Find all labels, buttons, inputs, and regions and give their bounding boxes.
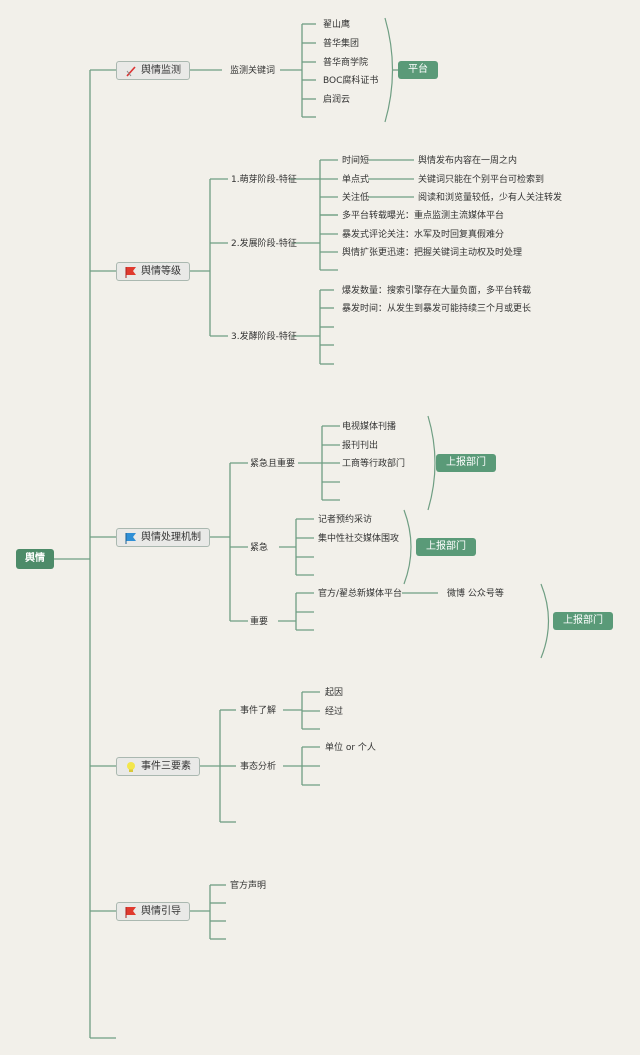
group-item: 报刊刊出	[342, 441, 379, 451]
group-item: 起因	[325, 688, 344, 698]
stage-key: 时间短	[342, 156, 370, 166]
root-node[interactable]: 舆情	[16, 549, 54, 569]
summary-brace	[384, 17, 394, 123]
red-flag-icon	[125, 907, 136, 918]
summary-brace	[540, 583, 550, 659]
report-dept-tag[interactable]: 上报部门	[553, 612, 613, 630]
stage-label: 2.发展阶段-特征	[231, 239, 297, 249]
group-label: 事件了解	[240, 706, 277, 716]
group-label: 重要	[250, 617, 269, 627]
summary-brace	[427, 415, 436, 511]
branch-label: 舆情等级	[141, 266, 181, 277]
branch-label: 舆情监测	[141, 65, 181, 76]
red-flag-icon	[125, 267, 136, 278]
report-dept-tag[interactable]: 上报部门	[436, 454, 496, 472]
stage-desc: 舆情发布内容在一周之内	[418, 156, 518, 166]
stage-item: 暴发时间：从发生到暴发可能持续三个月或更长	[342, 304, 532, 314]
branch-monitoring[interactable]: 舆情监测	[116, 61, 190, 80]
group-item: 经过	[325, 707, 344, 717]
branch-label: 舆情处理机制	[141, 532, 201, 543]
sub-keywords: 监测关键词	[230, 66, 276, 76]
group-item: 单位 or 个人	[325, 743, 376, 753]
summary-brace	[403, 509, 412, 585]
stage-label: 3.发酵阶段-特征	[231, 332, 297, 342]
stage-item: 舆情扩张更迅速：把握关键词主动权及时处理	[342, 248, 523, 258]
group-item: 集中性社交媒体围攻	[318, 534, 400, 544]
blue-flag-icon	[125, 533, 136, 544]
group-label: 事态分析	[240, 762, 277, 772]
stage-label: 1.萌芽阶段-特征	[231, 175, 297, 185]
stage-key: 关注低	[342, 193, 370, 203]
keyword-item: 翟山鹰	[323, 20, 351, 30]
branch-label: 事件三要素	[141, 761, 191, 772]
group-item: 工商等行政部门	[342, 459, 406, 469]
stage-desc: 关键词只能在个别平台可检索到	[418, 175, 545, 185]
group-label: 紧急且重要	[250, 459, 296, 469]
branch-label: 舆情引导	[141, 906, 181, 917]
stage-item: 多平台转载曝光：重点监测主流媒体平台	[342, 211, 505, 221]
platform-tag[interactable]: 平台	[398, 61, 438, 79]
group-item: 官方/翟总新媒体平台	[318, 589, 403, 599]
stage-key: 单点式	[342, 175, 370, 185]
report-dept-tag[interactable]: 上报部门	[416, 538, 476, 556]
stage-desc: 阅读和浏览量较低，少有人关注转发	[418, 193, 563, 203]
keyword-item: 普华商学院	[323, 58, 369, 68]
group-item: 电视媒体刊播	[342, 422, 397, 432]
lightbulb-icon	[127, 762, 135, 772]
stage-item: 爆发数量：搜索引擎存在大量负面，多平台转载	[342, 286, 532, 296]
branch-mechanism[interactable]: 舆情处理机制	[116, 528, 210, 547]
branch-guidance[interactable]: 舆情引导	[116, 902, 190, 921]
stage-item: 暴发式评论关注：水军及时回复真假难分	[342, 230, 505, 240]
keyword-item: BOC腐科证书	[323, 76, 379, 86]
keyword-item: 普华集团	[323, 39, 360, 49]
branch-level[interactable]: 舆情等级	[116, 262, 190, 281]
branch-three-elements[interactable]: 事件三要素	[116, 757, 200, 776]
pencil-icon	[126, 66, 136, 77]
group-item: 记者预约采访	[318, 515, 373, 525]
group-item: 官方声明	[230, 881, 267, 891]
group-extra: 微博 公众号等	[447, 589, 504, 599]
group-label: 紧急	[250, 543, 269, 553]
keyword-item: 启润云	[323, 95, 351, 105]
